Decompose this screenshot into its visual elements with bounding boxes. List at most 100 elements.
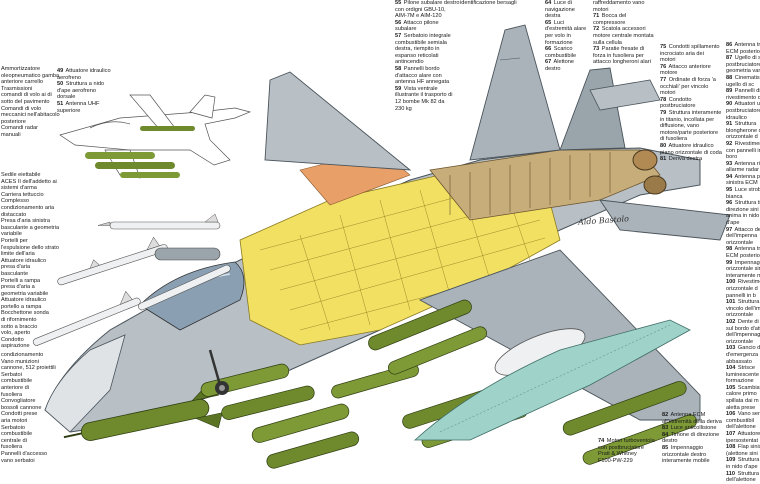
- legend-text: orizzontale: [726, 239, 754, 246]
- legend-entry: dell'alettone: [726, 477, 760, 484]
- legend-number: 80: [660, 142, 667, 149]
- legend-number: 88: [726, 74, 733, 81]
- legend-text: orizzontale d: [726, 134, 758, 141]
- legend-entry: 81 Deriva destra: [660, 156, 722, 163]
- legend-number: 98: [726, 246, 733, 253]
- legend-entry: anteriore di: [1, 385, 56, 392]
- legend-text: Condotto: [1, 336, 24, 343]
- legend-text: 230 kg: [395, 105, 412, 112]
- legend-entry: formazione: [726, 378, 760, 385]
- legend-entry: 82 Antenna ECM: [662, 412, 722, 419]
- legend-text: antenna HF annegata: [395, 79, 450, 86]
- legend-text: Presa d'aria sinistra: [1, 218, 50, 225]
- legend-text: Vista ventrale: [403, 85, 438, 92]
- legend-number: 58: [395, 65, 402, 72]
- legend-text: navigazione: [545, 6, 575, 13]
- legend-text: Antenna ric: [734, 160, 760, 167]
- legend-entry: 73 Paratie fresate di: [593, 46, 654, 53]
- legend-entry: 83 Luce anticollisione: [662, 425, 722, 432]
- engine-nozzle-upper: [632, 149, 658, 171]
- legend-number: 51: [57, 100, 64, 107]
- legend-entry: in titanio, incollata per: [660, 117, 722, 124]
- legend-entry: 85 Impennaggio: [662, 445, 722, 452]
- legend-entry: sinistra ECM: [726, 180, 760, 187]
- legend-entry: aletta prese: [726, 405, 760, 412]
- legend-number: 56: [395, 19, 402, 26]
- legend-text: dell'alettone: [726, 424, 756, 431]
- legend-entry: Portelli per: [1, 238, 59, 245]
- legend-number: 76: [660, 63, 667, 70]
- legend-text: Timone di direzione: [670, 431, 720, 438]
- legend-text: Rivestime: [737, 279, 760, 286]
- left-missiles: [32, 213, 231, 346]
- legend-entry: 95 Luce strobo: [726, 187, 760, 194]
- legend-entry: ECM posterior: [726, 253, 760, 260]
- nose-radome: [44, 334, 126, 433]
- legend-entry: 79 Struttura interamente: [660, 110, 722, 117]
- legend-entry: combustibile: [1, 378, 56, 385]
- legend-entry: F100-PW-229: [598, 458, 655, 465]
- missile-aim120-2: [32, 290, 141, 346]
- legend-entry: 106 Vano ser: [726, 411, 760, 418]
- legend-number: 107: [726, 431, 736, 438]
- legend-entry: centrale di: [1, 438, 56, 445]
- legend-text: ipersostentat: [726, 437, 759, 444]
- legend-text: anima in nido: [726, 213, 760, 220]
- legend-entry: Portelli a rampa: [1, 278, 59, 285]
- legend-number: 87: [726, 55, 733, 62]
- legend-entry: vano serbatoi: [1, 458, 56, 465]
- legend-number: 95: [726, 187, 733, 194]
- legend-text: postbruciatore: [726, 107, 760, 114]
- legend-text: fusoliera: [1, 391, 23, 398]
- f15e-cutaway-illustration: [32, 24, 731, 469]
- legend-text: identificazione bersagli: [460, 0, 517, 6]
- legend-entry: basculante a geometria: [1, 225, 59, 232]
- legend-entry: postbruciatore: [660, 103, 722, 110]
- legend-text: rivestimento d: [726, 94, 760, 101]
- legend-text: destro: [545, 65, 561, 72]
- legend-entry: 75 Condotti spillamento: [660, 44, 722, 51]
- legend-entry: meccanici nell'abitacolo: [1, 112, 60, 119]
- legend-text: posteriore: [1, 118, 26, 125]
- legend-text: Serbatoio integrale: [403, 32, 451, 39]
- legend-text: Antenna UHF: [65, 100, 100, 107]
- canopy: [139, 261, 245, 331]
- legend-number: 59: [395, 85, 402, 92]
- legend-text: dell'alettone: [726, 477, 756, 484]
- legend-text: Sedile eiettabile: [1, 172, 41, 178]
- legend-text: formazione: [545, 39, 573, 46]
- legend-text: anteriore carrello: [1, 79, 43, 86]
- legend-entry: orizzontale: [726, 339, 760, 346]
- legend-entry: aerofreno: [57, 75, 111, 82]
- legend-text: sotto a braccio: [1, 323, 38, 330]
- legend-entry: Attuatore idraulico: [1, 258, 59, 265]
- legend-number: 66: [545, 46, 552, 53]
- legend-text: sul bordo d'att: [726, 325, 760, 332]
- legend-text: Complesso: [1, 198, 29, 205]
- legend-entry: distaccato: [1, 212, 59, 219]
- legend-text: motore/parte posteriore: [660, 129, 719, 136]
- legend-entry: orizzontale sin: [726, 266, 760, 273]
- legend-text: Ugello di sc: [734, 55, 760, 62]
- legend-entry: 96 Struttura tim: [726, 200, 760, 207]
- legend-text: presa d'aria: [1, 264, 31, 271]
- legend-entry: calore primo: [726, 391, 760, 398]
- legend-entry: Attuatore idraulico: [1, 297, 59, 304]
- legend-entry: occhiali' per vincolo: [660, 84, 722, 91]
- legend-text: orizzontale: [726, 312, 754, 319]
- legend-entry: sotto del pavimento: [1, 99, 60, 106]
- legend-entry: ipersostentat: [726, 438, 760, 445]
- legend-text: motori: [660, 57, 676, 64]
- legend-text: centrale di: [1, 437, 27, 444]
- legend-entry: 86 Antenna tra: [726, 42, 760, 49]
- legend-text: Attacco pilone: [403, 19, 439, 26]
- legend-entry: dell'impenna: [726, 233, 760, 240]
- legend-entry: destra, riempito in: [395, 46, 459, 53]
- legend-entry: posteriore: [1, 119, 60, 126]
- legend-text: postbruciatore: [660, 103, 696, 110]
- legend-text: orizzontale: [726, 338, 754, 345]
